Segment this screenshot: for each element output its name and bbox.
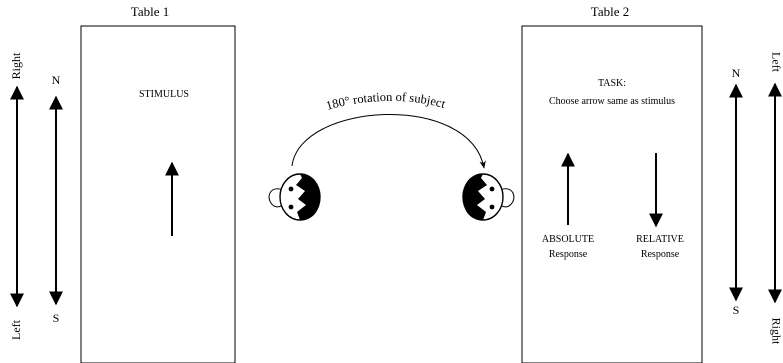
absolute-label: ABSOLUTE: [542, 234, 594, 245]
left-compass-axis: N S: [49, 73, 63, 325]
right-axis-right-label: Right: [769, 318, 783, 345]
left-compass-south-label: S: [53, 311, 60, 325]
right-egocentric-axis: Left Right: [768, 52, 783, 345]
right-compass-south-label: S: [733, 303, 740, 317]
table-1: Table 1 STIMULUS: [80, 4, 236, 363]
table-2-surface: [521, 25, 703, 363]
left-axis-left-label: Left: [9, 319, 23, 340]
head-1-eye-bottom: [288, 204, 294, 210]
table-2-title: Table 2: [591, 4, 629, 19]
subject-head-after-rotation: [462, 173, 515, 221]
right-axis-left-label: Left: [769, 52, 783, 73]
head-1-eye-top: [288, 186, 294, 192]
task-label: TASK:: [598, 78, 626, 89]
subject-head-before-rotation: [268, 173, 321, 221]
stimulus-label: STIMULUS: [139, 89, 189, 100]
left-egocentric-axis: Right Left: [9, 52, 25, 340]
rotation-label-text: 180° rotation of subject: [324, 90, 447, 113]
right-compass-axis: N S: [729, 66, 743, 317]
task-text: Choose arrow same as stimulus: [549, 96, 675, 107]
left-compass-north-label: N: [52, 73, 61, 87]
rotation-indicator: 180° rotation of subject: [291, 90, 486, 169]
right-compass-north-label: N: [732, 66, 741, 80]
relative-sub-label: Response: [641, 249, 680, 260]
table-1-title: Table 1: [131, 4, 169, 19]
rotation-arc: [291, 114, 486, 169]
relative-label: RELATIVE: [636, 234, 684, 245]
rotation-label: 180° rotation of subject: [324, 90, 447, 113]
head-2-eye-bottom: [489, 204, 495, 210]
left-axis-right-label: Right: [9, 52, 23, 79]
table-2: Table 2 TASK: Choose arrow same as stimu…: [521, 4, 703, 363]
absolute-sub-label: Response: [549, 249, 588, 260]
table-1-surface: [80, 25, 236, 363]
head-2-eye-top: [489, 186, 495, 192]
